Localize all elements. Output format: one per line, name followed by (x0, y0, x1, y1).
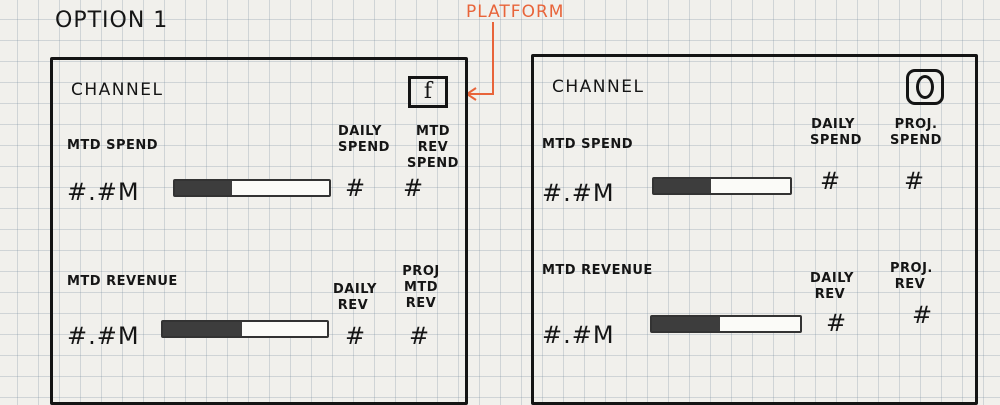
mtd-spend-progress-bar (173, 179, 331, 197)
instagram-lens-icon (916, 75, 934, 99)
mtd-spend-label: MTD SPEND (542, 137, 634, 152)
daily-spend-value: # (820, 167, 841, 195)
mtd-revenue-value: #.#M (542, 321, 615, 349)
daily-rev-value: # (826, 309, 847, 337)
channel-card-1: CHANNEL f MTD SPEND DAILY SPEND MTD REV … (50, 57, 468, 405)
daily-spend-label: DAILY SPEND (810, 117, 862, 148)
mtd-revenue-progress-fill (163, 322, 242, 336)
proj-spend-label: PROJ. SPEND (890, 117, 942, 148)
mtd-rev-spend-value: # (403, 174, 424, 202)
channel-title: CHANNEL (552, 77, 645, 97)
mtd-spend-progress-fill (175, 181, 232, 195)
daily-spend-value: # (345, 174, 366, 202)
mtd-revenue-progress-bar (650, 315, 802, 333)
mtd-spend-progress-bar (652, 177, 792, 195)
daily-rev-label: DAILY REV (810, 271, 854, 302)
facebook-icon[interactable]: f (408, 76, 448, 108)
daily-rev-value: # (345, 322, 366, 350)
mtd-spend-value: #.#M (542, 179, 615, 207)
daily-spend-label: DAILY SPEND (338, 124, 390, 155)
proj-spend-value: # (904, 167, 925, 195)
mtd-spend-label: MTD SPEND (67, 138, 159, 153)
mtd-revenue-label: MTD REVENUE (542, 263, 653, 278)
channel-title: CHANNEL (71, 80, 164, 100)
instagram-icon[interactable] (906, 69, 944, 105)
option-title: OPTION 1 (55, 8, 169, 33)
mtd-revenue-value: #.#M (67, 322, 140, 350)
platform-annotation: PLATFORM (466, 2, 565, 22)
mtd-spend-value: #.#M (67, 178, 140, 206)
channel-card-2: CHANNEL MTD SPEND DAILY SPEND PROJ. SPEN… (531, 54, 978, 405)
mtd-revenue-progress-bar (161, 320, 329, 338)
mtd-revenue-progress-fill (652, 317, 721, 331)
mtd-spend-progress-fill (654, 179, 712, 193)
proj-mtd-rev-label: PROJ MTD REV (402, 264, 440, 311)
daily-rev-label: DAILY REV (333, 282, 377, 313)
proj-rev-value: # (912, 301, 933, 329)
proj-mtd-rev-value: # (409, 322, 430, 350)
proj-rev-label: PROJ. REV (890, 261, 933, 292)
mtd-rev-spend-label: MTD REV SPEND (407, 124, 459, 171)
mtd-revenue-label: MTD REVENUE (67, 274, 178, 289)
